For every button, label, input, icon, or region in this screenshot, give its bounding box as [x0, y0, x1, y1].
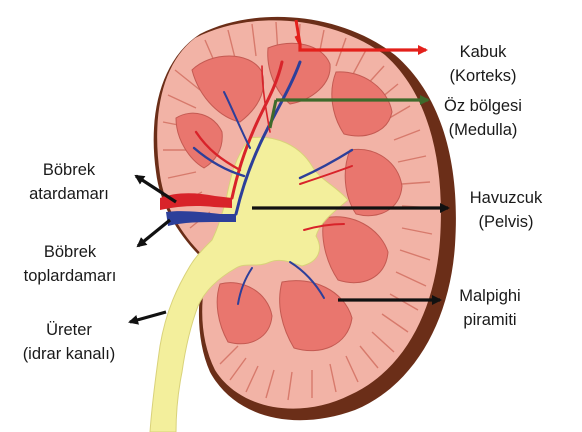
label-medulla: Öz bölgesi (Medulla) [428, 94, 538, 142]
label-medulla-line1: Öz bölgesi [428, 94, 538, 118]
label-cortex-line2: (Korteks) [428, 64, 538, 88]
label-pyramid: Malpighi piramiti [440, 284, 540, 332]
label-pyramid-line1: Malpighi [440, 284, 540, 308]
ureter-arrow [130, 312, 166, 322]
label-ureter-line2: (idrar kanalı) [6, 342, 132, 366]
label-pyramid-line2: piramiti [440, 308, 540, 332]
label-ureter: Üreter (idrar kanalı) [6, 318, 132, 366]
label-cortex: Kabuk (Korteks) [428, 40, 538, 88]
label-artery-line2: atardamarı [14, 182, 124, 206]
label-artery-line1: Böbrek [14, 158, 124, 182]
label-pelvis-line2: (Pelvis) [456, 210, 556, 234]
label-cortex-line1: Kabuk [428, 40, 538, 64]
label-vein-line1: Böbrek [8, 240, 132, 264]
label-ureter-line1: Üreter [6, 318, 132, 342]
label-medulla-line2: (Medulla) [428, 118, 538, 142]
label-vein: Böbrek toplardamarı [8, 240, 132, 288]
label-pelvis: Havuzcuk (Pelvis) [456, 186, 556, 234]
vein-arrow [138, 220, 170, 246]
label-vein-line2: toplardamarı [8, 264, 132, 288]
label-artery: Böbrek atardamarı [14, 158, 124, 206]
label-pelvis-line1: Havuzcuk [456, 186, 556, 210]
